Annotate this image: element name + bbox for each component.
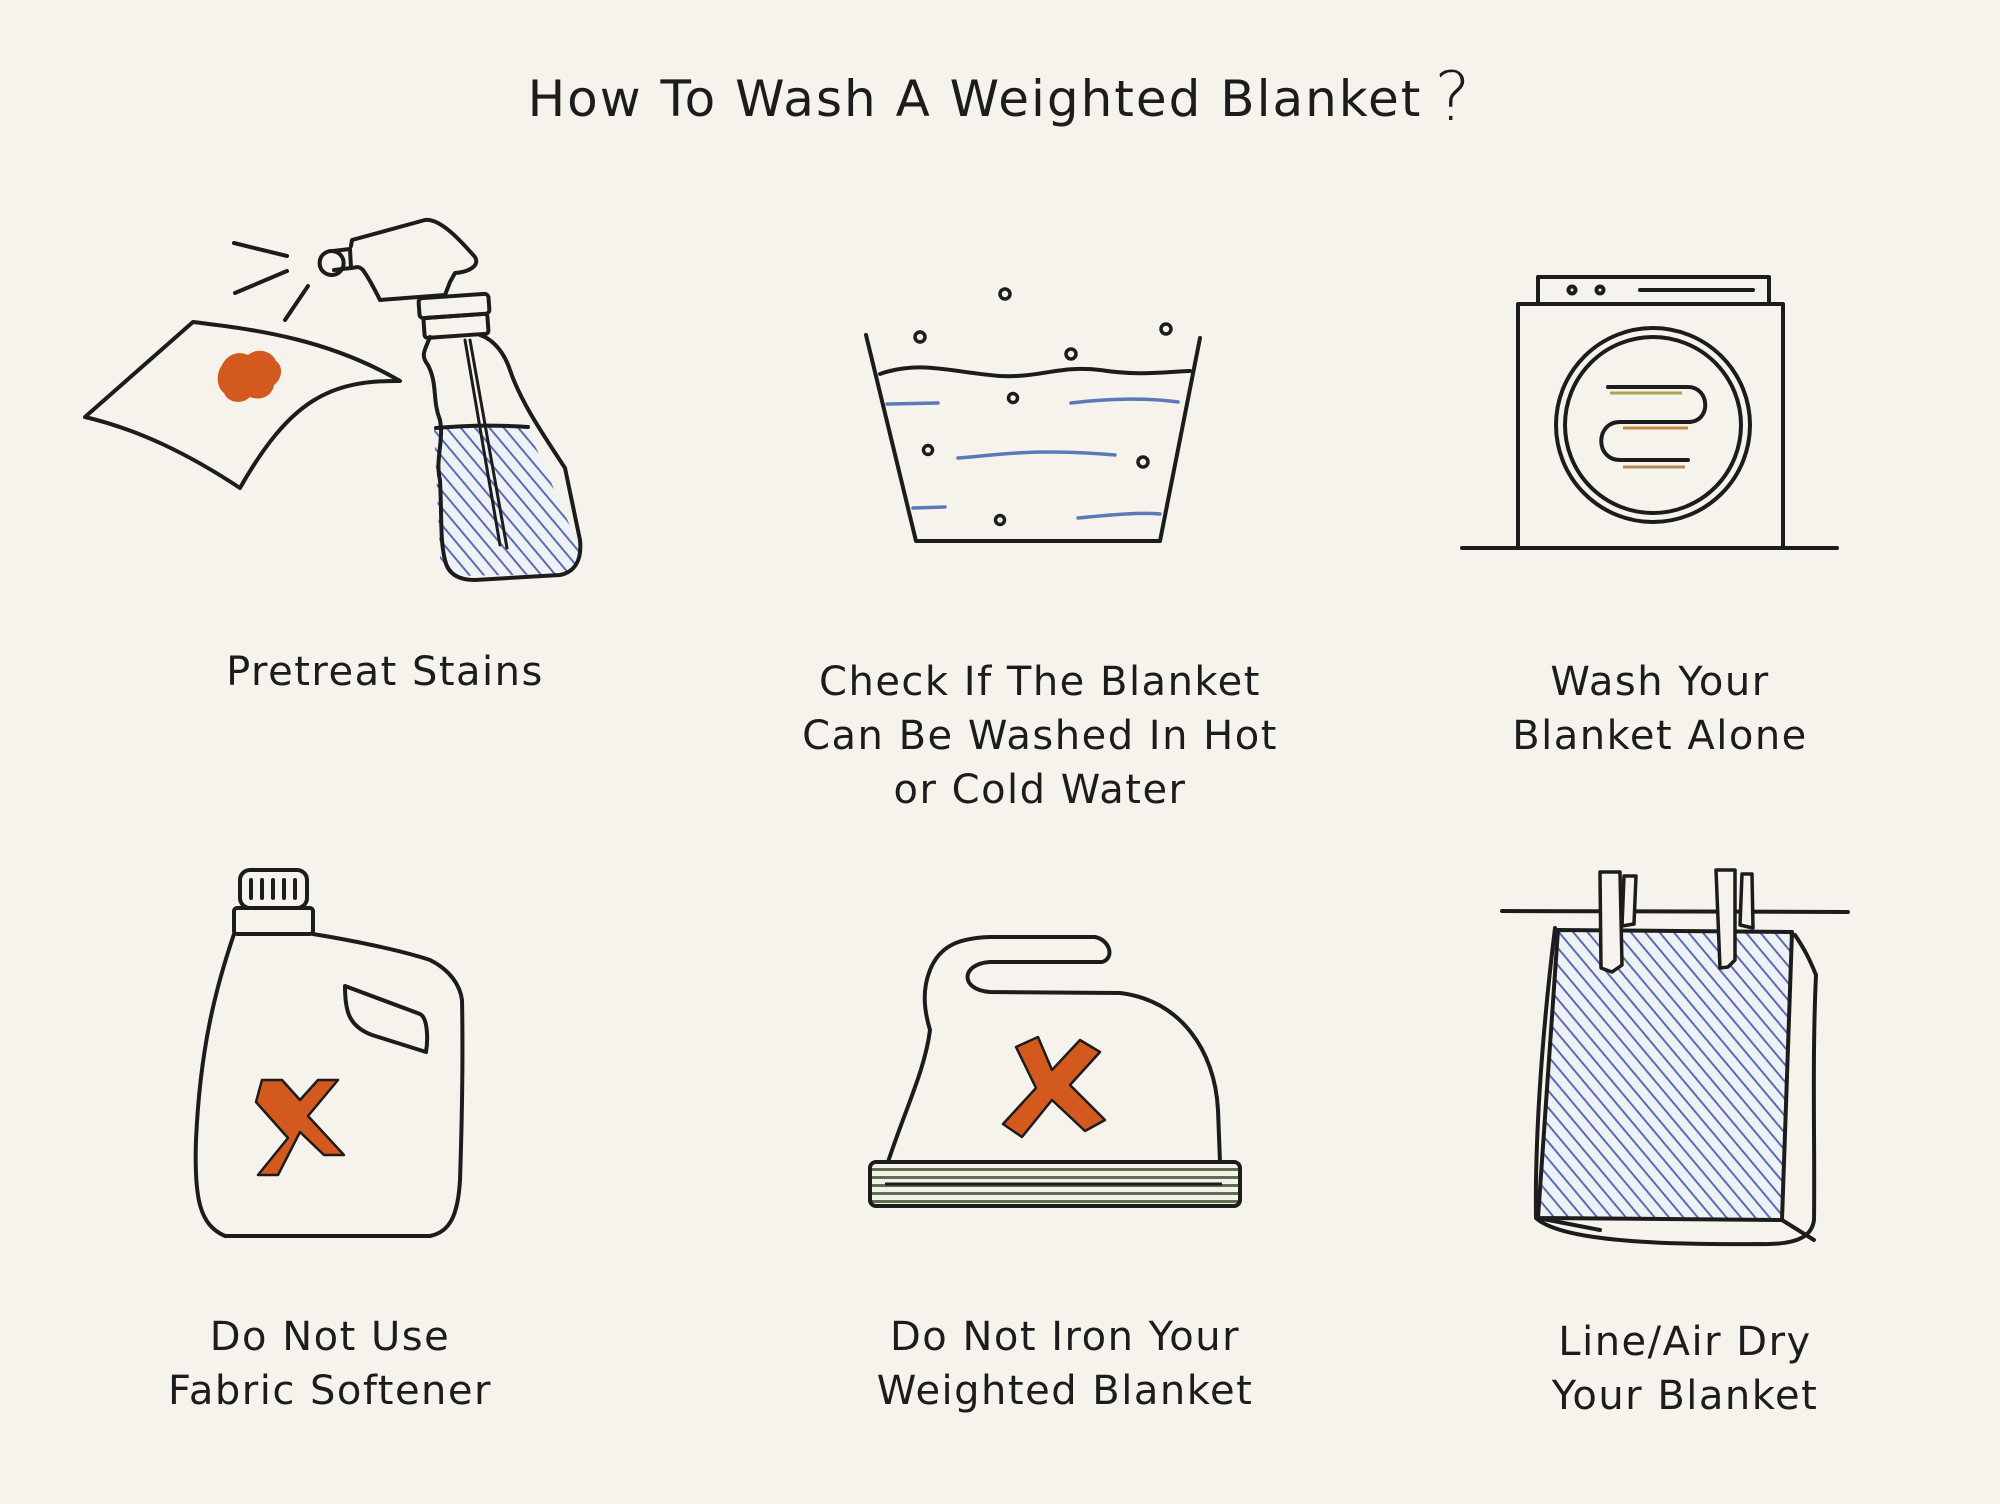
question-mark: ? [1434,58,1473,137]
title-text: How To Wash A Weighted Blanket [527,70,1423,128]
step-label: Wash Your Blanket Alone [1512,659,1808,759]
page-title: How To Wash A Weighted Blanket? [0,58,2000,137]
step-label: Do Not Iron Your Weighted Blanket [876,1314,1254,1414]
step-label: Do Not Use Fabric Softener [168,1314,492,1414]
step-label: Pretreat Stains [226,649,544,695]
step-label: Line/Air Dry Your Blanket [1551,1319,1819,1419]
step-label: Check If The Blanket Can Be Washed In Ho… [802,659,1278,813]
